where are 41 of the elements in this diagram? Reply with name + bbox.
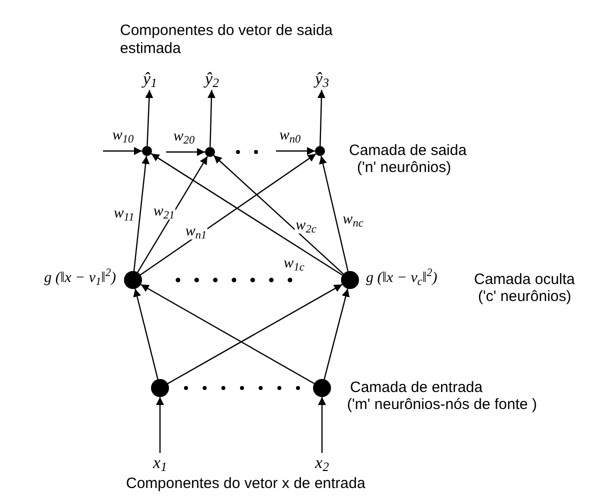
arrow bbox=[156, 397, 164, 453]
layer-label: Componentes do vetor x de entrada bbox=[126, 475, 366, 493]
arrow bbox=[319, 156, 349, 272]
neuron-node bbox=[142, 146, 152, 156]
neuron-node bbox=[341, 271, 359, 289]
activation-formula: g (‖x − v$_{1}$‖$^{2}$) bbox=[44, 271, 116, 286]
arrow bbox=[133, 288, 158, 380]
variable-label: x$_{2}$ bbox=[311, 453, 333, 471]
variable-label: ŷ$_{3}$ bbox=[309, 66, 335, 90]
arrow bbox=[133, 156, 150, 272]
variable-label: ŷ$_{2}$ bbox=[199, 66, 225, 90]
arrow bbox=[317, 90, 326, 146]
layer-label: ('n' neurônios) bbox=[357, 159, 452, 177]
arrow bbox=[103, 147, 142, 155]
variable-label: ŷ$_{1}$ bbox=[137, 66, 163, 90]
neuron-node bbox=[313, 379, 331, 397]
arrow bbox=[140, 153, 316, 276]
layer-label: Camada de entrada bbox=[350, 379, 484, 397]
arrow bbox=[168, 284, 342, 384]
layer-label: Componentes do vetor de saida estimada bbox=[120, 22, 334, 58]
arrow bbox=[137, 156, 208, 273]
layer-label: ('m' neurônios-nós de fonte ) bbox=[347, 396, 538, 414]
arrow bbox=[140, 284, 314, 384]
variable-label: x$_{1}$ bbox=[149, 453, 171, 471]
neuron-node bbox=[124, 271, 142, 289]
arrow bbox=[213, 154, 344, 274]
arrow bbox=[145, 90, 154, 146]
layer-label: Camada de saida bbox=[349, 142, 468, 160]
neuron-node bbox=[151, 379, 169, 397]
edge-label: w$_{n1}$ bbox=[184, 224, 208, 240]
activation-formula: g (‖x − v$_{c}$‖$^{2}$) bbox=[366, 271, 438, 286]
arrow bbox=[150, 153, 343, 276]
arrow bbox=[318, 397, 326, 453]
arrow bbox=[207, 90, 216, 148]
neuron-node bbox=[205, 147, 215, 157]
layer-label: ('c' neurônios) bbox=[478, 288, 572, 306]
arrow bbox=[324, 288, 350, 380]
arrow bbox=[276, 147, 315, 155]
layer-label: Camada oculta bbox=[474, 271, 576, 289]
neuron-node bbox=[315, 146, 325, 156]
arrow bbox=[166, 148, 205, 156]
